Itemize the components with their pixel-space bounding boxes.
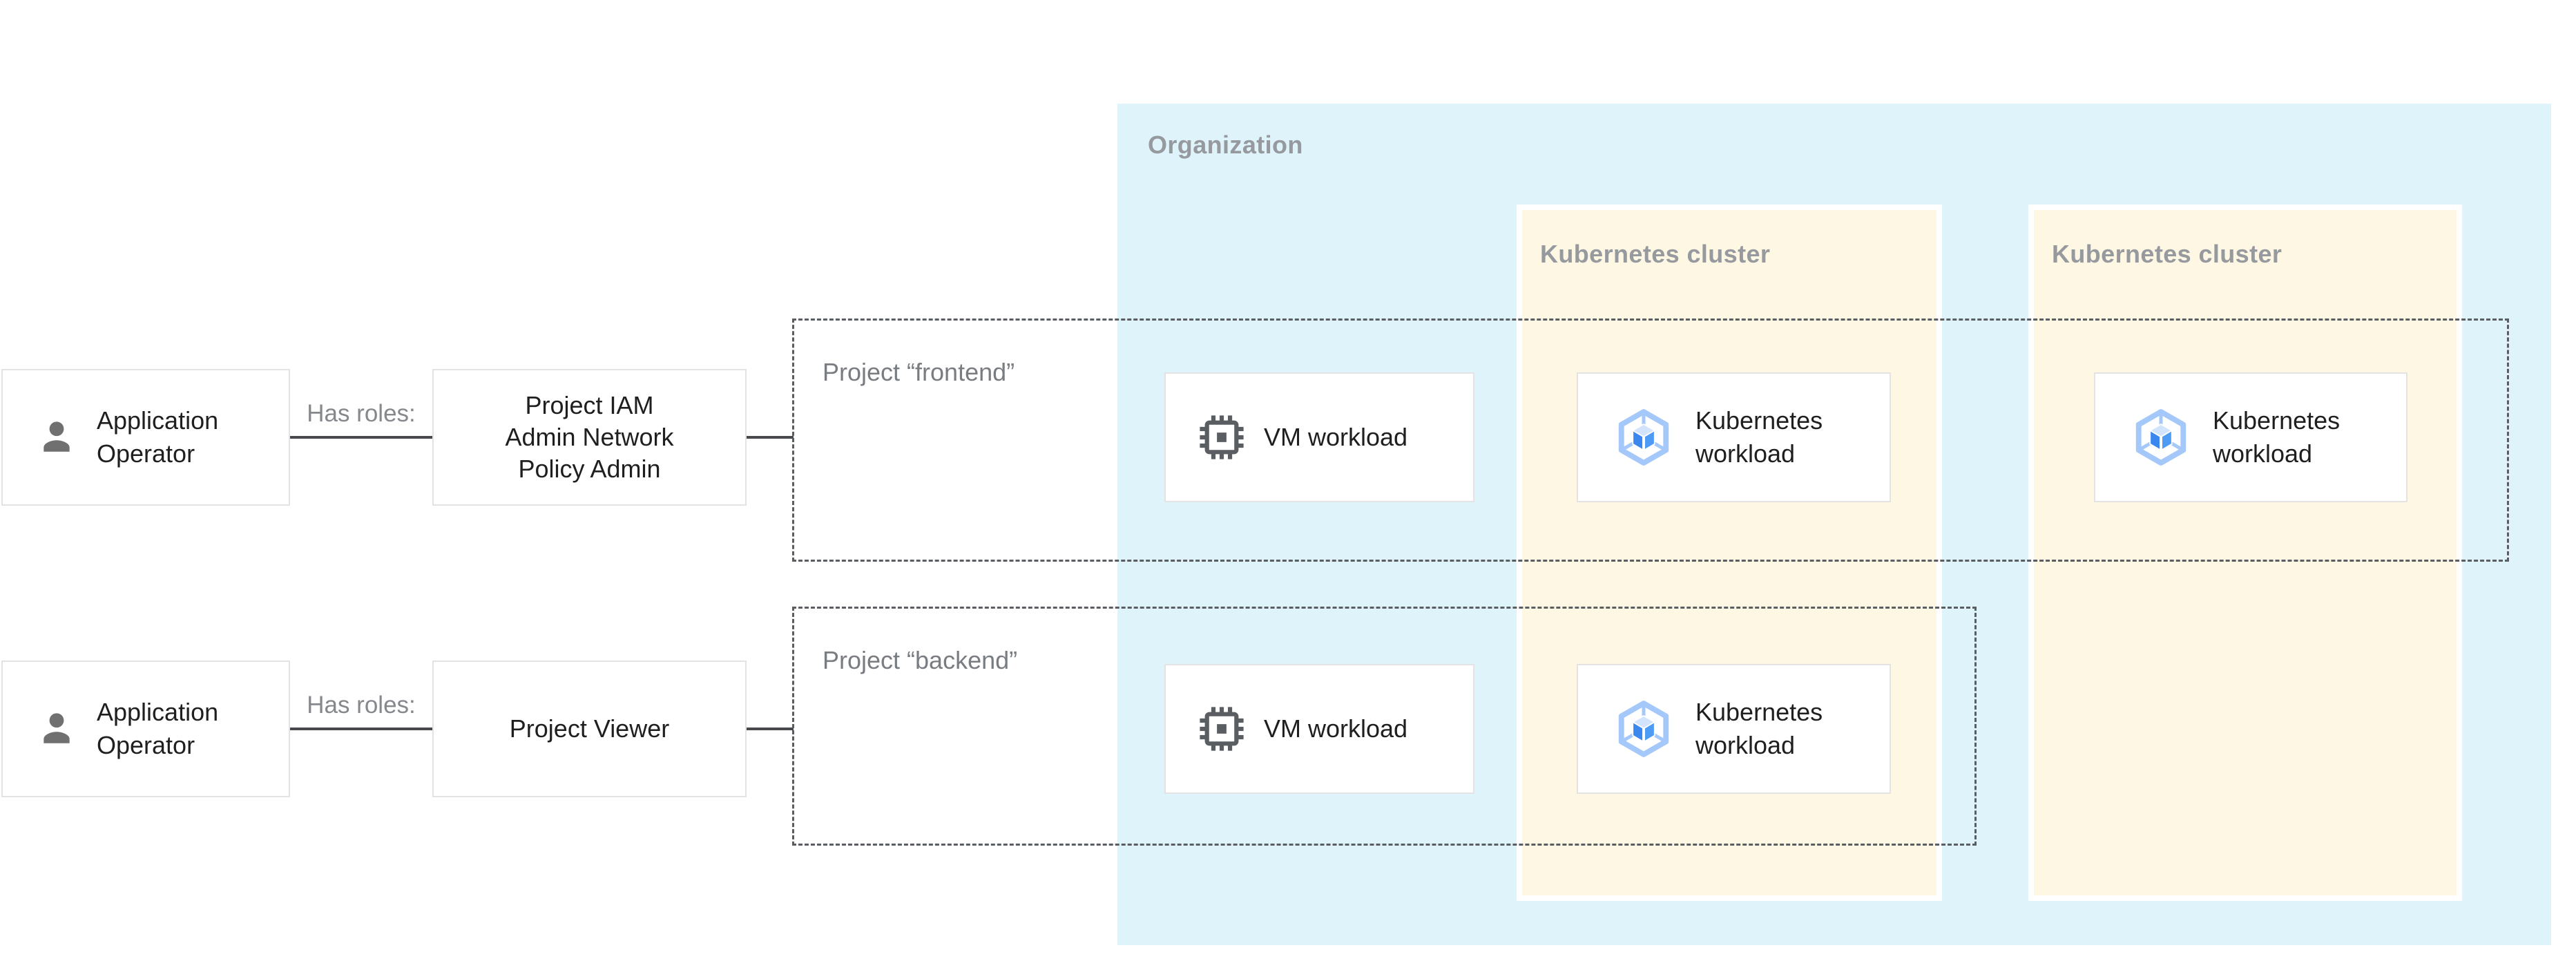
person-icon (44, 713, 70, 743)
node-label: VM workload (1264, 423, 1408, 451)
application-operator-node-frontend: Application Operator (1, 369, 290, 506)
node-label: Application Operator (97, 406, 219, 468)
project-frontend-boundary: Project “frontend” (792, 318, 2509, 562)
kubernetes-workload-icon (2135, 409, 2186, 466)
kubernetes-workload-node-frontend-cluster1: Kubernetes workload (1577, 372, 1891, 502)
organization-zone-label: Organization (1148, 131, 1303, 159)
kubernetes-cluster-2-zone: Kubernetes cluster (2028, 205, 2462, 901)
node-label: Kubernetes workload (2213, 406, 2340, 468)
connector-line (290, 436, 432, 439)
has-roles-label: Has roles: (307, 400, 416, 427)
kubernetes-workload-node-backend-cluster1: Kubernetes workload (1577, 664, 1891, 794)
node-label: Kubernetes workload (1695, 698, 1823, 759)
project-frontend-label: Project “frontend” (823, 358, 1015, 386)
node-label: Kubernetes workload (1695, 406, 1823, 468)
project-backend-label: Project “backend” (823, 646, 1018, 674)
vm-chip-icon (1200, 415, 1244, 459)
connector-line (747, 728, 794, 730)
kubernetes-workload-icon (1618, 409, 1669, 466)
vm-workload-node-backend: VM workload (1164, 664, 1474, 794)
has-roles-label: Has roles: (307, 692, 416, 719)
application-operator-node-backend: Application Operator (1, 660, 290, 797)
kubernetes-workload-node-frontend-cluster2: Kubernetes workload (2094, 372, 2407, 502)
role-node-project-viewer: Project Viewer (432, 660, 747, 797)
project-backend-boundary: Project “backend” (792, 607, 1977, 846)
node-label: Project IAM Admin Network Policy Admin (505, 391, 674, 483)
kubernetes-cluster-2-label: Kubernetes cluster (2052, 240, 2282, 268)
node-label: VM workload (1264, 714, 1408, 743)
kubernetes-workload-icon (1618, 701, 1669, 757)
kubernetes-cluster-1-label: Kubernetes cluster (1540, 240, 1771, 268)
node-label: Application Operator (97, 698, 219, 759)
connector-line (290, 728, 432, 730)
person-icon (44, 421, 70, 452)
vm-chip-icon (1200, 707, 1244, 751)
node-label: Project Viewer (509, 714, 670, 743)
role-node-project-iam-admin: Project IAM Admin Network Policy Admin (432, 369, 747, 506)
connector-line (747, 436, 794, 439)
vm-workload-node-frontend: VM workload (1164, 372, 1474, 502)
